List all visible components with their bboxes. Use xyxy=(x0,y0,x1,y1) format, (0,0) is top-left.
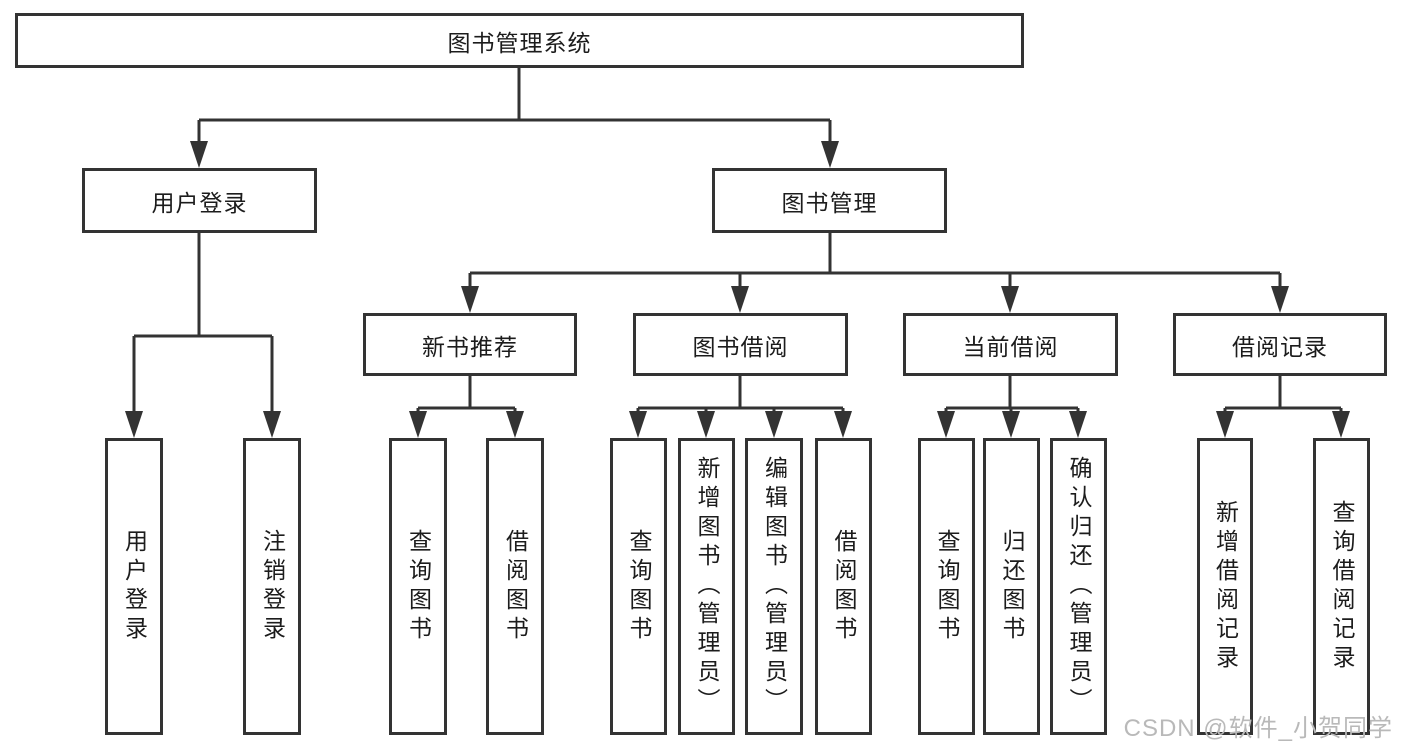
arrow-down-icon xyxy=(1216,411,1234,438)
node-leaf-query-borrow-record: 查询借阅记录 xyxy=(1313,438,1370,735)
node-label: 图书管理 xyxy=(781,189,878,216)
node-leaf-current-query-books: 查询图书 xyxy=(918,438,975,735)
node-label: 图书管理系统 xyxy=(447,29,592,56)
connector-root-to-level2 xyxy=(197,68,832,150)
arrow-down-icon xyxy=(409,411,427,438)
arrow-down-icon xyxy=(461,286,479,313)
node-label: 图书借阅 xyxy=(692,333,789,360)
arrow-down-icon xyxy=(937,411,955,438)
node-user-login: 用户登录 xyxy=(82,168,317,233)
node-current-borrow: 当前借阅 xyxy=(903,313,1118,376)
node-new-book-recommend: 新书推荐 xyxy=(363,313,577,376)
connector-new-book-recommend-branch xyxy=(416,376,517,420)
arrow-down-icon xyxy=(1001,286,1019,313)
node-label: 查询图书 xyxy=(405,528,432,645)
node-label: 查询图书 xyxy=(626,528,652,645)
arrow-down-icon xyxy=(506,411,524,438)
node-leaf-return-books: 归还图书 xyxy=(983,438,1040,735)
node-leaf-add-borrow-record: 新增借阅记录 xyxy=(1197,438,1253,735)
node-leaf-borrow-books: 借阅图书 xyxy=(815,438,872,735)
arrow-down-icon xyxy=(1002,411,1020,438)
watermark-text: CSDN @软件_小贺同学 xyxy=(1123,715,1393,742)
node-label: 编辑图书（管理员） xyxy=(761,456,788,717)
arrow-down-icon xyxy=(821,141,839,168)
arrow-down-icon xyxy=(697,411,715,438)
node-label: 用户登录 xyxy=(151,189,248,216)
arrow-down-icon xyxy=(629,411,647,438)
node-label: 查询图书 xyxy=(934,528,960,645)
node-root-book-management-system: 图书管理系统 xyxy=(15,13,1024,68)
node-label: 确认归还（管理员） xyxy=(1066,456,1092,717)
connector-book-borrow-branch xyxy=(636,376,845,420)
node-leaf-recommend-query-books: 查询图书 xyxy=(389,438,447,735)
node-label: 当前借阅 xyxy=(962,333,1059,360)
node-leaf-recommend-borrow-books: 借阅图书 xyxy=(486,438,544,735)
node-book-management: 图书管理 xyxy=(712,168,947,233)
arrow-down-icon xyxy=(1332,411,1350,438)
connector-user-login-branch xyxy=(132,233,274,420)
node-leaf-borrow-query-books: 查询图书 xyxy=(610,438,667,735)
node-label: 归还图书 xyxy=(999,528,1025,645)
arrow-down-icon xyxy=(731,286,749,313)
arrow-down-icon xyxy=(1271,286,1289,313)
node-borrow-records: 借阅记录 xyxy=(1173,313,1387,376)
node-leaf-edit-books-admin: 编辑图书（管理员） xyxy=(745,438,803,735)
node-leaf-add-books-admin: 新增图书（管理员） xyxy=(678,438,735,735)
node-label: 新增图书（管理员） xyxy=(694,456,720,717)
node-label: 借阅记录 xyxy=(1232,333,1328,360)
node-label: 新书推荐 xyxy=(422,333,518,360)
node-label: 用户登录 xyxy=(121,528,148,645)
arrow-down-icon xyxy=(834,411,852,438)
node-label: 注销登录 xyxy=(259,528,286,645)
node-leaf-user-login: 用户登录 xyxy=(105,438,163,735)
arrow-down-icon xyxy=(765,411,783,438)
node-label: 查询借阅记录 xyxy=(1329,499,1355,674)
connector-lines xyxy=(132,68,1343,420)
node-label: 借阅图书 xyxy=(831,528,857,645)
connector-borrow-records-branch xyxy=(1223,376,1343,420)
arrowheads xyxy=(125,141,1350,438)
arrow-down-icon xyxy=(263,411,281,438)
node-leaf-confirm-return-admin: 确认归还（管理员） xyxy=(1050,438,1107,735)
arrow-down-icon xyxy=(125,411,143,438)
arrow-down-icon xyxy=(190,141,208,168)
arrow-down-icon xyxy=(1069,411,1087,438)
node-label: 借阅图书 xyxy=(502,528,529,645)
node-label: 新增借阅记录 xyxy=(1212,499,1239,674)
node-leaf-logout: 注销登录 xyxy=(243,438,301,735)
node-book-borrow: 图书借阅 xyxy=(633,313,848,376)
connector-book-management-branch xyxy=(468,233,1282,295)
